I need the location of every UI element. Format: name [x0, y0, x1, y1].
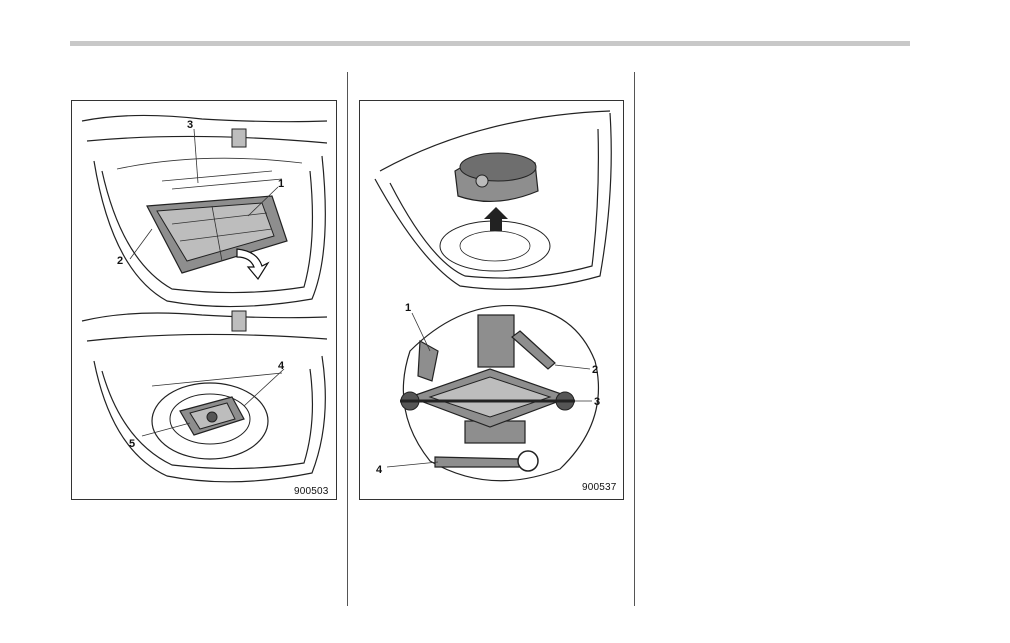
callout-3-left: 3 [187, 119, 193, 131]
figure-jack-and-tools: 1 2 3 4 900537 [359, 100, 624, 500]
figure-code-right: 900537 [582, 482, 617, 493]
callout-4-right: 4 [376, 464, 383, 476]
jack-closeup-view [387, 306, 598, 481]
callout-1-left: 1 [278, 178, 284, 190]
callout-4-left: 4 [278, 360, 285, 372]
column-divider-left [347, 72, 348, 606]
callout-2-right: 2 [592, 364, 598, 376]
header-rule [70, 41, 910, 46]
trunk-upper-view [82, 115, 327, 306]
jack-illustration: 1 2 3 4 [360, 101, 623, 499]
column-divider-right [634, 72, 635, 606]
callout-5-left: 5 [129, 438, 135, 450]
callout-3-right: 3 [594, 396, 600, 408]
figure-trunk-spare-tire: 3 1 2 4 5 900503 [71, 100, 337, 500]
callout-2-left: 2 [117, 255, 123, 267]
trunk-tray-lifted-view [375, 111, 611, 289]
trunk-illustration: 3 1 2 4 5 [72, 101, 336, 499]
callout-1-right: 1 [405, 302, 411, 314]
figure-code-left: 900503 [294, 486, 329, 497]
trunk-lower-view [82, 311, 327, 482]
